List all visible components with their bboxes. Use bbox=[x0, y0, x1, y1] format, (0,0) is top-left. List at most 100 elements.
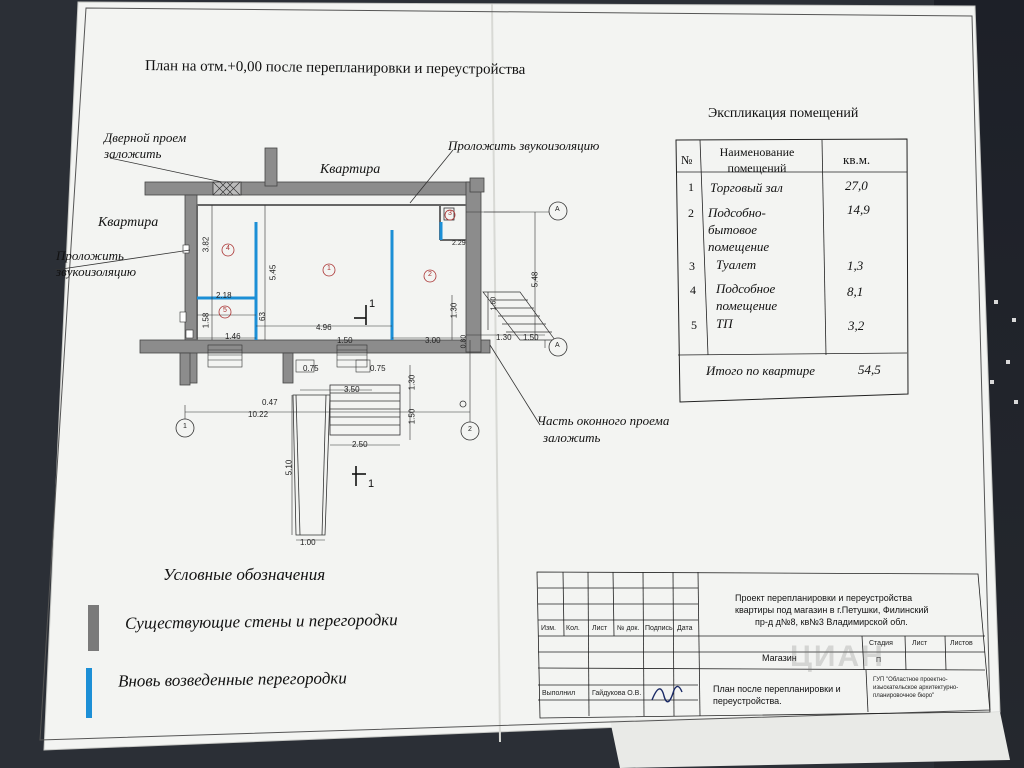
dim-496: 4.96 bbox=[316, 323, 332, 332]
room-marker-3: 3 bbox=[448, 210, 452, 217]
dim-548: 5.48 bbox=[530, 271, 540, 288]
annotation-window: Часть оконного проема заложить bbox=[537, 413, 670, 445]
dim-250: 2.50 bbox=[352, 440, 368, 449]
floor-plan bbox=[54, 147, 568, 541]
stamp-col-list: Лист bbox=[592, 625, 608, 632]
stamp-project-text: Проект перепланировки и переустройства к… bbox=[735, 593, 929, 627]
axis-label-a-bottom: A bbox=[555, 342, 560, 349]
dim-158: 1.58 bbox=[201, 312, 211, 329]
label-apartment-left: Квартира bbox=[98, 215, 159, 230]
dim-229: 2.29 bbox=[452, 240, 466, 247]
explication-header-name: Наименование помещений bbox=[719, 145, 795, 175]
label-apartment-top: Квартира bbox=[320, 162, 381, 177]
bricked-door-opening bbox=[212, 181, 242, 196]
row-area: 1,3 bbox=[847, 258, 864, 273]
dim-130c: 1.30 bbox=[407, 374, 417, 391]
dim-080: 0.80 bbox=[460, 334, 468, 349]
room-marker bbox=[444, 209, 456, 221]
explication-total-label: Итого по квартире bbox=[706, 363, 815, 378]
row-area: 14,9 bbox=[847, 202, 870, 217]
dim-218: 2.18 bbox=[216, 291, 232, 300]
legend-title: Условные обозначения bbox=[163, 565, 326, 584]
row-name: Туалет bbox=[716, 257, 757, 272]
existing-wall bbox=[179, 352, 191, 386]
explication-total-value: 54,5 bbox=[858, 362, 881, 377]
room-marker-4: 4 bbox=[226, 245, 230, 252]
legend-new-label: Вновь возведенные перегородки bbox=[117, 668, 347, 691]
room-marker bbox=[423, 269, 437, 283]
explication-header-area: кв.м. bbox=[843, 152, 871, 167]
row-area: 8,1 bbox=[847, 284, 864, 299]
row-num: 1 bbox=[688, 180, 694, 194]
stamp-col-sign: Подпись bbox=[645, 625, 673, 632]
dim-075b: 0.75 bbox=[370, 364, 386, 373]
stamp-stage-header: Стадия bbox=[869, 640, 893, 647]
stamp-col-doc: № док. bbox=[617, 625, 640, 632]
axis-label-1: 1 bbox=[183, 423, 187, 430]
row-area: 3,2 bbox=[848, 318, 865, 333]
dim-150b: 1.50 bbox=[523, 333, 539, 342]
row-name: ТП bbox=[716, 316, 733, 331]
explication-table bbox=[675, 138, 909, 403]
row-name: Торговый зал bbox=[710, 180, 783, 195]
signature bbox=[651, 685, 683, 703]
title-block bbox=[536, 571, 991, 719]
legend-new-swatch bbox=[86, 668, 92, 718]
existing-wall bbox=[264, 147, 278, 187]
row-num: 4 bbox=[690, 283, 696, 297]
existing-wall bbox=[469, 177, 485, 193]
dim-130b: 1.30 bbox=[496, 333, 512, 342]
stamp-drawing-name: План после перепланировки и переустройст… bbox=[713, 684, 841, 706]
annotation-insulation-left: Проложить звукоизоляцию bbox=[56, 248, 137, 279]
axis-marker bbox=[460, 421, 480, 441]
axis-label-2: 2 bbox=[468, 426, 472, 433]
dim-300: 3.00 bbox=[425, 336, 441, 345]
row-num: 2 bbox=[688, 206, 694, 220]
dim-1022: 10.22 bbox=[248, 410, 269, 419]
existing-wall bbox=[282, 352, 294, 384]
dim-382: 3.82 bbox=[201, 236, 211, 253]
room-marker-5: 5 bbox=[223, 307, 227, 314]
annotation-insulation-top: Проложить звукоизоляцию bbox=[448, 138, 600, 153]
stamp-col-date: Дата bbox=[677, 625, 693, 632]
room-marker-2: 2 bbox=[428, 271, 432, 278]
dim-130a: 1.30 bbox=[449, 302, 459, 319]
section-mark-bottom: 1 bbox=[368, 478, 375, 490]
dim-63: 63 bbox=[257, 312, 267, 321]
explication-header-num: № bbox=[681, 153, 693, 167]
legend-existing-label: Существующие стены и перегородки bbox=[124, 610, 398, 633]
stamp-sheet-header: Лист bbox=[912, 640, 928, 647]
dim-160: 1.60 bbox=[490, 296, 498, 311]
legend-existing-swatch bbox=[88, 605, 99, 651]
explication-title: Экспликация помещений bbox=[708, 106, 859, 121]
dim-075a: 0.75 bbox=[303, 364, 319, 373]
dim-100: 1.00 bbox=[300, 538, 316, 547]
dim-545: 5.45 bbox=[268, 264, 278, 281]
dim-150a: 1.50 bbox=[337, 336, 353, 345]
row-name: Подсобно- бытовое помещение bbox=[708, 205, 770, 254]
axis-label-a-top: A bbox=[555, 206, 560, 213]
existing-wall bbox=[465, 181, 482, 353]
stamp-col-izm: Изм. bbox=[541, 625, 556, 632]
axis-marker bbox=[548, 337, 568, 357]
stamp-performer: Гайдукова О.В. bbox=[592, 690, 642, 697]
dim-350: 3.50 bbox=[344, 385, 360, 394]
stamp-stage-value: П bbox=[876, 657, 882, 664]
stamp-col-kol: Кол. bbox=[566, 625, 580, 632]
stamp-org: ГУП "Областное проектно-изыскательское а… bbox=[873, 677, 959, 699]
room-marker bbox=[322, 263, 336, 277]
stamp-object: Магазин bbox=[762, 653, 797, 663]
row-name: Подсобное помещение bbox=[716, 281, 778, 313]
dim-146: 1.46 bbox=[225, 332, 241, 341]
stamp-sheets-header: Листов bbox=[950, 640, 973, 647]
room-marker-1: 1 bbox=[327, 265, 331, 272]
annotation-door: Дверной проем заложить bbox=[104, 130, 187, 161]
row-num: 5 bbox=[691, 318, 697, 332]
section-mark-top: 1 bbox=[369, 298, 376, 310]
dim-150c: 1.50 bbox=[407, 408, 417, 425]
axis-marker bbox=[548, 201, 568, 221]
watermark: ЦИАН bbox=[790, 640, 885, 673]
dim-047: 0.47 bbox=[262, 398, 278, 407]
room-marker bbox=[221, 243, 235, 257]
